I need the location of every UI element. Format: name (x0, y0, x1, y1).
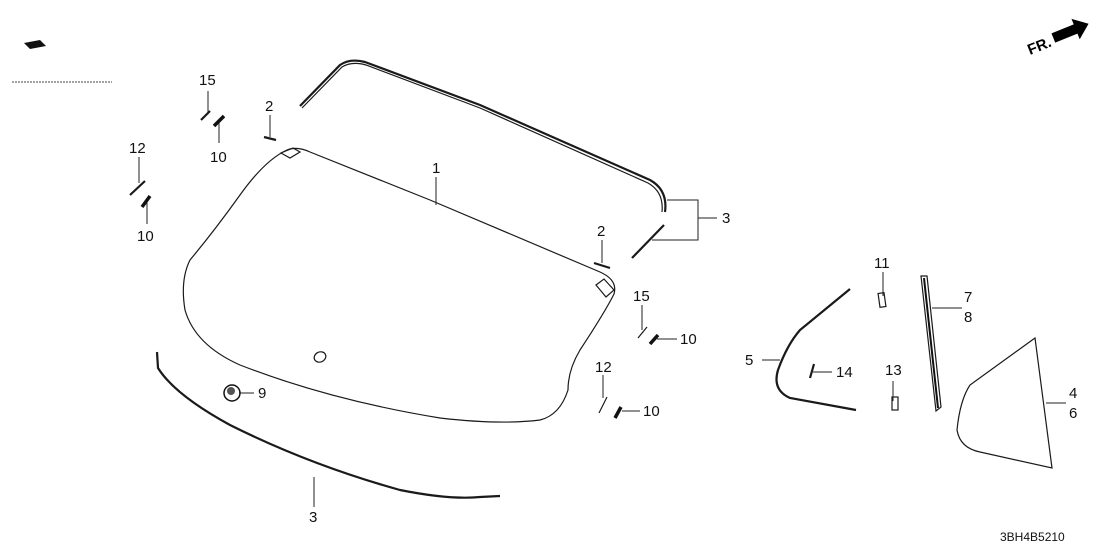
callout-12-left[interactable]: 12 (129, 140, 146, 157)
clip-lower[interactable] (891, 396, 899, 411)
dam-right-lower[interactable] (598, 396, 608, 414)
callout-10-right-upper[interactable]: 10 (680, 331, 697, 348)
fastener-right-lower[interactable] (613, 406, 623, 419)
diagram-code: 3BH4B5210 (1000, 530, 1065, 544)
callout-10-left[interactable]: 10 (137, 228, 154, 245)
quarter-glass[interactable] (956, 336, 1053, 469)
callout-10-right-lower[interactable]: 10 (643, 403, 660, 420)
callout-2-upper[interactable]: 2 (265, 98, 273, 115)
callout-14[interactable]: 14 (836, 364, 853, 381)
clip-upper[interactable] (877, 291, 887, 309)
callout-6[interactable]: 6 (1069, 405, 1077, 422)
spacer-right[interactable] (593, 261, 611, 270)
callout-15-right[interactable]: 15 (633, 288, 650, 305)
thumbnail-icon (12, 40, 112, 83)
grommet[interactable] (223, 384, 241, 402)
callout-1[interactable]: 1 (432, 160, 440, 177)
dam-left[interactable] (129, 180, 146, 196)
callout-11[interactable]: 11 (874, 255, 890, 272)
dam-upper[interactable] (200, 110, 211, 121)
callout-9[interactable]: 9 (258, 385, 266, 402)
front-direction-icon: FR. (1025, 18, 1089, 59)
pillar-garnish[interactable] (920, 275, 942, 413)
callout-15-upper[interactable]: 15 (199, 72, 216, 89)
leader-lines (138, 91, 1066, 507)
callout-5[interactable]: 5 (745, 352, 753, 369)
fastener-upper[interactable] (212, 114, 226, 128)
callout-3-lower[interactable]: 3 (309, 509, 317, 526)
callout-7[interactable]: 7 (964, 289, 972, 306)
rear-windshield-glass[interactable] (182, 147, 616, 423)
callout-2-right[interactable]: 2 (597, 223, 605, 240)
callout-8[interactable]: 8 (964, 309, 972, 326)
spacer-upper-left[interactable] (263, 135, 277, 142)
dam-right-upper[interactable] (637, 326, 648, 339)
lower-molding[interactable] (155, 351, 501, 499)
clip-molding[interactable] (808, 363, 816, 379)
callout-12-right[interactable]: 12 (595, 359, 612, 376)
fastener-left[interactable] (140, 194, 152, 209)
quarter-glass-molding[interactable] (775, 288, 857, 412)
front-label: FR. (1025, 34, 1054, 59)
callout-13[interactable]: 13 (885, 362, 902, 379)
upper-molding[interactable] (299, 59, 667, 259)
callout-4[interactable]: 4 (1069, 385, 1077, 402)
callout-3-upper[interactable]: 3 (722, 210, 730, 227)
callout-10-upper[interactable]: 10 (210, 149, 227, 166)
fastener-right-upper[interactable] (648, 333, 660, 346)
